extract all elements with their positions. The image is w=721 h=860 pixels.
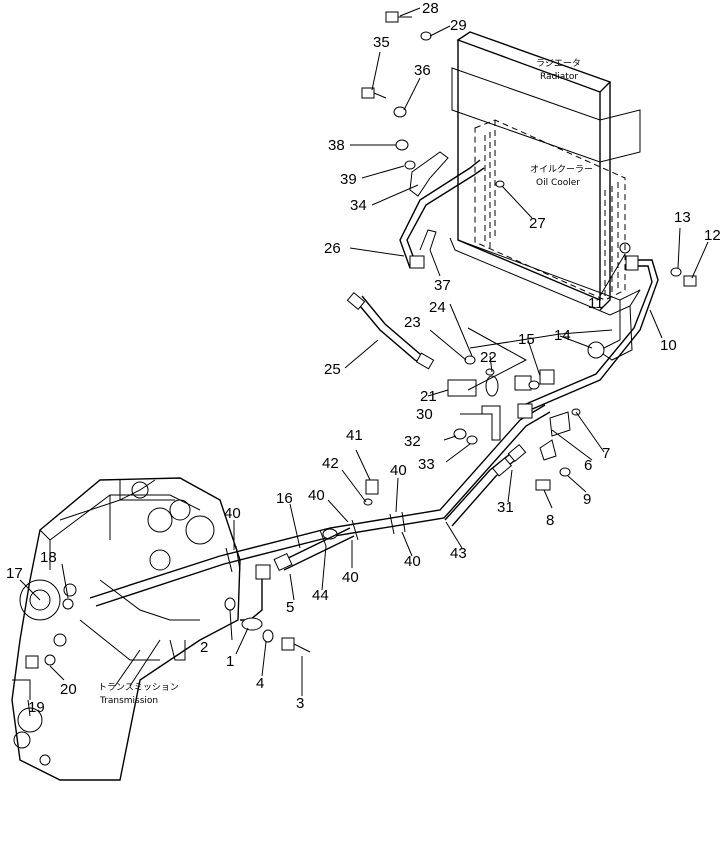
callout-10: 10 [660,337,677,354]
fittings [447,341,605,461]
radiator-label-jp: ラジエータ [536,58,581,69]
hose-31 [444,443,527,527]
callout-11: 11 [588,295,604,312]
callout-38: 38 [328,137,345,154]
callout-40: 40 [404,553,421,570]
callout-40: 40 [224,505,241,522]
callout-17: 17 [6,565,23,582]
pipe-26 [399,159,485,269]
callout-14: 14 [554,327,571,344]
callout-21: 21 [420,388,437,405]
callout-41: 41 [346,427,363,444]
callout-39: 39 [340,171,357,188]
radiator-label-en: Radiator [540,72,578,82]
oil-cooler [474,119,631,301]
hardware [25,11,697,669]
callout-numbers: 28 29 35 36 38 39 34 27 26 37 13 12 11 2… [6,0,721,716]
callout-42: 42 [322,455,339,472]
callout-9: 9 [583,491,591,508]
callout-2: 2 [200,639,208,656]
callout-8: 8 [546,512,554,529]
callout-26: 26 [324,240,341,257]
callout-40: 40 [342,569,359,586]
callout-19: 19 [28,699,45,716]
callout-23: 23 [404,314,421,331]
clamp-1 [240,564,271,631]
hose-5 [273,527,355,572]
transmission [11,477,241,781]
callout-32: 32 [404,433,421,450]
callout-37: 37 [434,277,451,294]
callout-24: 24 [429,299,446,316]
callout-18: 18 [40,549,57,566]
callout-16: 16 [276,490,293,507]
u-bolt-37 [419,229,437,251]
callout-40: 40 [390,462,407,479]
callout-22: 22 [480,349,497,366]
callout-31: 31 [497,499,514,516]
transmission-label-en: Transmission [99,696,158,706]
hose-25 [346,291,435,370]
callout-3: 3 [296,695,304,712]
callout-27: 27 [529,215,546,232]
oil-cooler-label-en: Oil Cooler [536,178,580,188]
callout-40: 40 [308,487,325,504]
callout-20: 20 [60,681,77,698]
callout-33: 33 [418,456,435,473]
callout-4: 4 [256,675,264,692]
callout-28: 28 [422,0,439,17]
transmission-label-jp: トランスミッション [98,682,179,693]
callout-34: 34 [350,197,367,214]
callout-5: 5 [286,599,294,616]
callout-29: 29 [450,17,467,34]
component-labels: ラジエータ Radiator オイルクーラー Oil Cooler トランスミッ… [98,58,593,706]
callout-35: 35 [373,34,390,51]
oil-cooler-label-jp: オイルクーラー [530,164,593,175]
radiator [449,31,641,361]
callout-13: 13 [674,209,691,226]
callout-30: 30 [416,406,433,423]
callout-6: 6 [584,457,592,474]
callout-1: 1 [226,653,234,670]
callout-43: 43 [450,545,467,562]
callout-7: 7 [602,445,610,462]
main-pipe [89,404,551,607]
callout-15: 15 [518,331,535,348]
bracket-34 [409,151,449,197]
callout-44: 44 [312,587,329,604]
callout-25: 25 [324,361,341,378]
leader-lines [19,7,709,717]
callout-36: 36 [414,62,431,79]
callout-12: 12 [704,227,721,244]
pipe-10 [525,255,659,411]
